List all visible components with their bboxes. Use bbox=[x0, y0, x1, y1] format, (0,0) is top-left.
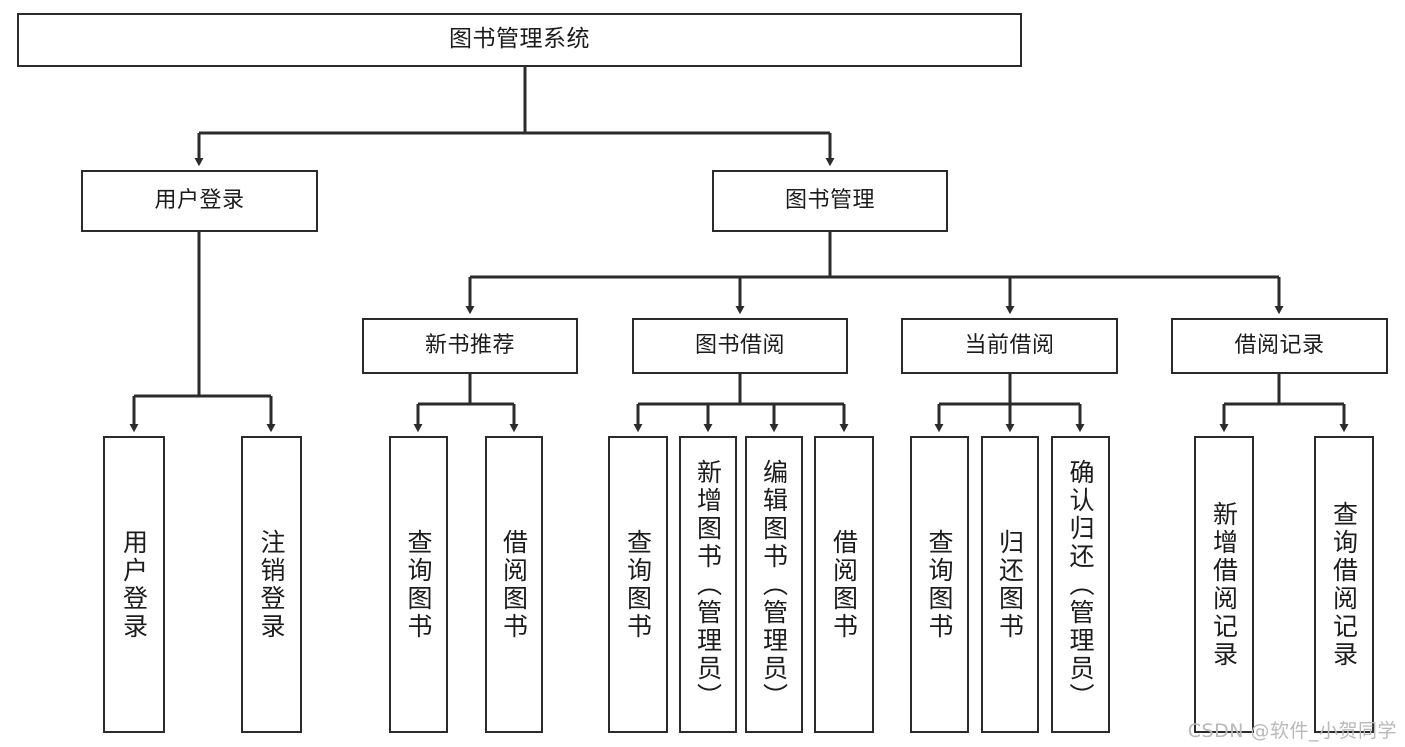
csdn-watermark: CSDN @软件_小贺同学 bbox=[1187, 720, 1397, 742]
node-label: 新书推荐 bbox=[424, 333, 515, 359]
node-user-login[interactable]: 用户登录 bbox=[81, 170, 318, 232]
node-label: 查询图书 bbox=[404, 528, 433, 641]
leaf-new-book-borrow[interactable]: 借阅图书 bbox=[485, 436, 543, 733]
leaf-borrow-add-book-admin[interactable]: 新增图书（管理员） bbox=[679, 436, 737, 733]
node-label: 查询图书 bbox=[925, 528, 954, 641]
node-label: 借阅图书 bbox=[499, 528, 529, 641]
leaf-current-confirm-return-admin[interactable]: 确认归还（管理员） bbox=[1051, 436, 1110, 733]
leaf-record-add-record[interactable]: 新增借阅记录 bbox=[1194, 436, 1254, 733]
node-label: 编辑图书（管理员） bbox=[759, 458, 789, 711]
node-label: 用户登录 bbox=[119, 528, 149, 641]
node-label: 归还图书 bbox=[995, 528, 1025, 641]
node-label: 当前借阅 bbox=[964, 333, 1055, 359]
node-label: 图书借阅 bbox=[694, 333, 785, 359]
leaf-current-return-book[interactable]: 归还图书 bbox=[981, 436, 1039, 733]
node-label: 用户登录 bbox=[154, 188, 245, 214]
leaf-record-query-record[interactable]: 查询借阅记录 bbox=[1314, 436, 1374, 733]
node-book-borrow[interactable]: 图书借阅 bbox=[632, 318, 848, 374]
node-label: 新增图书（管理员） bbox=[693, 458, 723, 711]
node-label: 图书管理系统 bbox=[449, 26, 590, 53]
node-label: 图书管理 bbox=[784, 188, 875, 214]
node-label: 查询图书 bbox=[623, 528, 653, 641]
node-label: 借阅图书 bbox=[829, 528, 859, 641]
node-label: 新增借阅记录 bbox=[1209, 500, 1239, 669]
node-label: 确认归还（管理员） bbox=[1066, 458, 1095, 711]
leaf-current-query-book[interactable]: 查询图书 bbox=[910, 436, 969, 733]
leaf-user-login-logout[interactable]: 注销登录 bbox=[241, 436, 302, 733]
leaf-user-login-login[interactable]: 用户登录 bbox=[103, 436, 165, 733]
leaf-borrow-edit-book-admin[interactable]: 编辑图书（管理员） bbox=[745, 436, 803, 733]
node-label: 查询借阅记录 bbox=[1329, 500, 1359, 669]
leaf-borrow-borrow-book[interactable]: 借阅图书 bbox=[814, 436, 874, 733]
leaf-borrow-query-book[interactable]: 查询图书 bbox=[608, 436, 668, 733]
node-root-system[interactable]: 图书管理系统 bbox=[17, 13, 1022, 67]
node-borrow-record[interactable]: 借阅记录 bbox=[1171, 318, 1388, 374]
node-book-management[interactable]: 图书管理 bbox=[712, 170, 948, 232]
node-current-borrow[interactable]: 当前借阅 bbox=[901, 318, 1118, 374]
leaf-new-book-query[interactable]: 查询图书 bbox=[389, 436, 448, 733]
node-new-book-recommend[interactable]: 新书推荐 bbox=[362, 318, 578, 374]
node-label: 注销登录 bbox=[257, 528, 286, 641]
node-label: 借阅记录 bbox=[1234, 333, 1325, 359]
